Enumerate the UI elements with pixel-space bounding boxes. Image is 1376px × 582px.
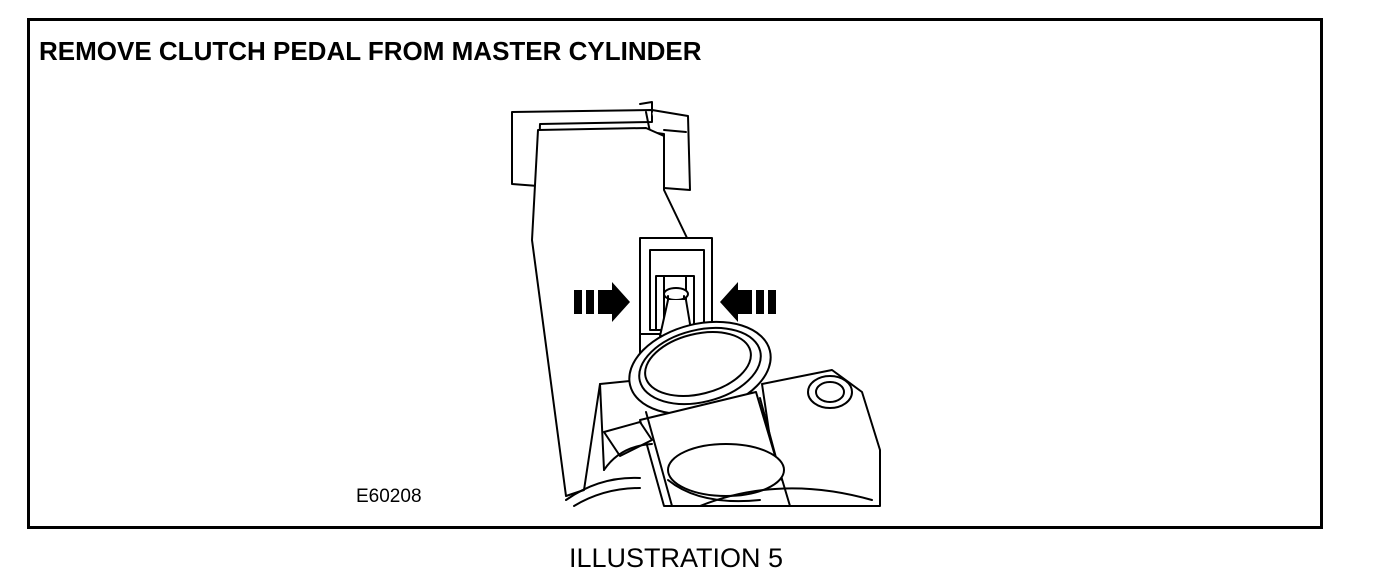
arrow-left	[720, 282, 776, 322]
cylinder-body	[639, 391, 791, 507]
figure-title: REMOVE CLUTCH PEDAL FROM MASTER CYLINDER	[39, 36, 702, 66]
arrow-right	[574, 282, 630, 322]
figure-caption: ILLUSTRATION 5	[568, 543, 784, 573]
reservoir-arc	[699, 487, 873, 507]
cylinder-flange	[761, 369, 881, 507]
dust-boot	[628, 320, 772, 416]
image-code: E60208	[356, 486, 422, 507]
pedal-bracket	[511, 101, 691, 191]
pedal-mount	[565, 421, 653, 507]
